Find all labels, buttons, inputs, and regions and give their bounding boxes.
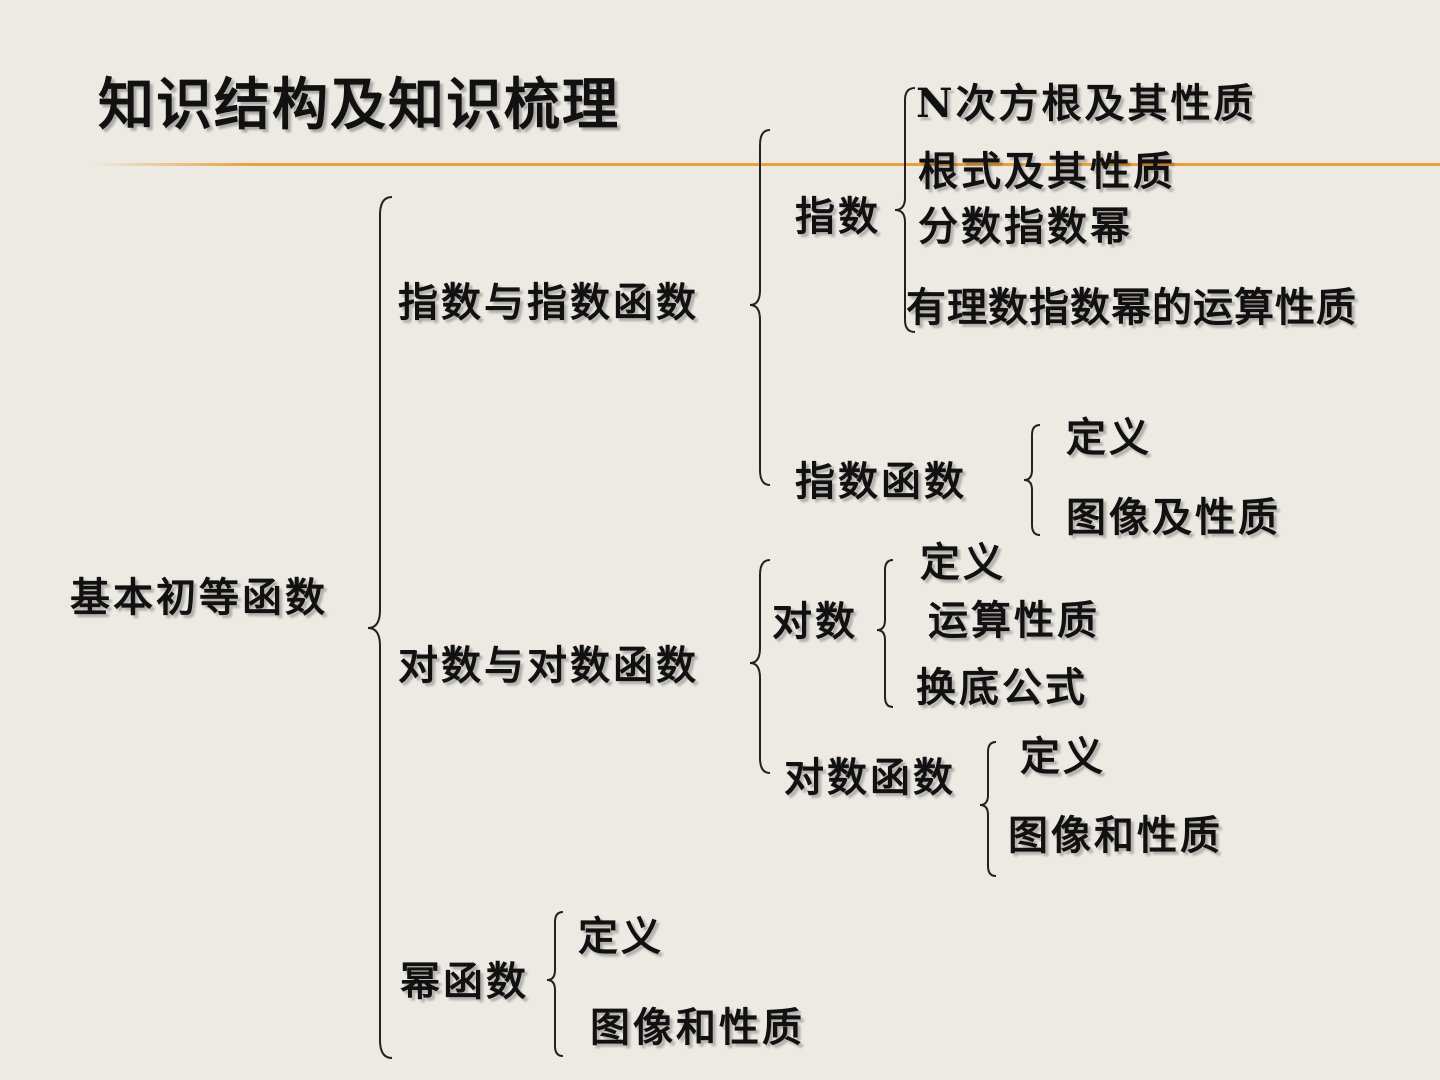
power-item: 定义: [578, 913, 664, 960]
brace-exp-index: [894, 87, 916, 333]
branch-log-label: 对数与对数函数: [398, 642, 699, 689]
log-logarithm-label: 对数: [772, 598, 858, 645]
log-logarithm-item: 定义: [920, 539, 1006, 586]
brace-log-func: [979, 741, 997, 877]
log-func-label: 对数函数: [784, 754, 956, 801]
brace-root: [367, 196, 393, 1059]
log-logarithm-item: 运算性质: [928, 597, 1100, 644]
title-underline: [90, 163, 1440, 166]
brace-exp-func: [1023, 424, 1041, 536]
brace-log: [749, 559, 771, 774]
exp-func-item: 定义: [1066, 414, 1152, 461]
page-title: 知识结构及知识梳理: [98, 72, 620, 138]
exp-index-item: 根式及其性质: [918, 148, 1176, 195]
exp-index-item: 分数指数幂: [918, 203, 1133, 250]
log-func-item: 图像和性质: [1008, 812, 1223, 859]
exp-index-item: 有理数指数幂的运算性质: [906, 284, 1357, 331]
branch-exp-label: 指数与指数函数: [398, 279, 699, 326]
log-logarithm-item: 换底公式: [916, 664, 1088, 711]
exp-index-item: N次方根及其性质: [916, 80, 1257, 127]
exp-func-label: 指数函数: [795, 458, 967, 505]
exp-func-item: 图像及性质: [1066, 494, 1281, 541]
power-item: 图像和性质: [590, 1004, 805, 1051]
brace-exp: [749, 129, 771, 486]
branch-power-label: 幂函数: [400, 958, 529, 1005]
brace-log-logarithm: [876, 559, 894, 708]
brace-power: [546, 911, 564, 1057]
log-func-item: 定义: [1020, 733, 1106, 780]
exp-index-label: 指数: [795, 193, 881, 240]
root-label: 基本初等函数: [70, 574, 328, 621]
